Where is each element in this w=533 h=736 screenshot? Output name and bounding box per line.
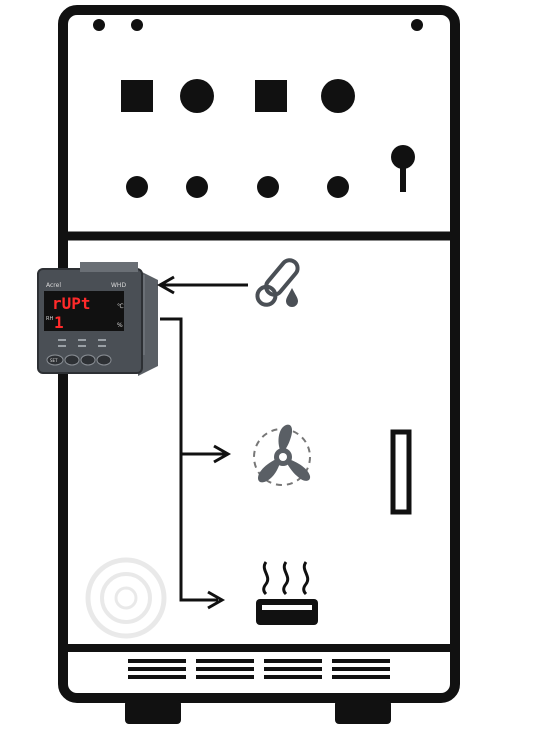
square-button-1 <box>121 80 153 112</box>
lcd-display-top: rUPt <box>52 294 91 313</box>
cabinet-feet <box>125 700 391 724</box>
key-switch-icon <box>391 145 415 192</box>
round-button-2 <box>321 79 355 113</box>
sensor-to-controller-arrow <box>156 275 248 295</box>
watermark-seal <box>85 557 167 639</box>
controller-key-set <box>46 354 64 366</box>
lcd-display <box>44 291 124 331</box>
controller-key-up <box>96 354 112 366</box>
controller-key-left <box>64 354 80 366</box>
round-button-1 <box>180 79 214 113</box>
indicator-light-4 <box>327 176 349 198</box>
lcd-unit-top: ℃ <box>117 303 124 310</box>
controller-output-lines <box>160 317 232 610</box>
heater-arrow-head <box>207 590 226 610</box>
lcd-display-bottom: 1 <box>54 313 64 332</box>
indicator-lights-row <box>126 176 349 198</box>
panel-screws <box>93 19 423 31</box>
heater-icon <box>256 561 318 625</box>
controller-brand: Acrel <box>46 282 61 289</box>
vent-grille <box>128 659 390 679</box>
indicator-light-2 <box>186 176 208 198</box>
controller-keys: SET <box>46 354 112 366</box>
fan-arrow-head <box>213 444 232 464</box>
panel-button-row-top <box>121 79 355 113</box>
door-handle <box>390 429 412 515</box>
controller-model: WHD <box>111 282 126 289</box>
controller-key-down <box>80 354 96 366</box>
indicator-light-3 <box>257 176 279 198</box>
temperature-humidity-sensor-icon <box>255 258 300 307</box>
humidity-controller: Acrel WHD rUPt 1 ℃ % RH SET <box>37 262 158 376</box>
square-button-2 <box>255 80 287 112</box>
lcd-unit-bottom: % <box>117 322 123 329</box>
controller-key-set-label: SET <box>50 358 58 363</box>
controller-indicator-labels <box>58 339 106 347</box>
fan-icon <box>253 424 311 486</box>
lcd-side-label: RH <box>46 316 53 322</box>
indicator-light-1 <box>126 176 148 198</box>
